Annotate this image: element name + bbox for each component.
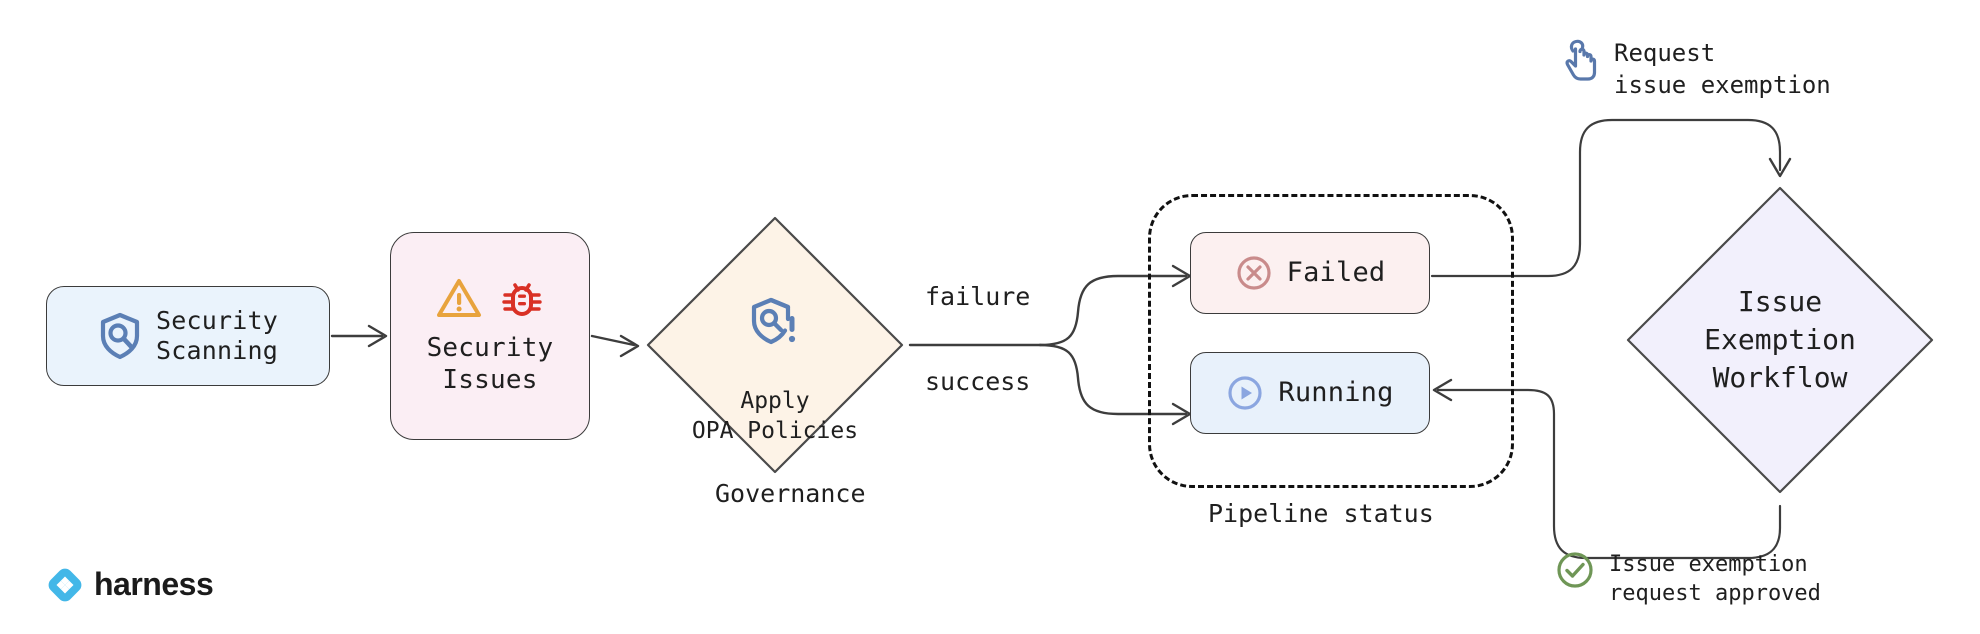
tap-hand-icon: [1562, 38, 1600, 82]
annotation-text: Request issue exemption: [1614, 39, 1831, 99]
node-label: Running: [1278, 376, 1394, 408]
circle-check-icon: [1555, 550, 1595, 590]
caption-pipeline-status: Pipeline status: [1208, 499, 1434, 528]
node-security-issues[interactable]: Security Issues: [390, 232, 590, 440]
annotation-text: Issue exemption request approved: [1609, 552, 1821, 607]
group-pipeline-status: [1148, 194, 1514, 488]
circle-x-icon: [1235, 254, 1273, 292]
node-issue-exemption-workflow[interactable]: Issue Exemption Workflow: [1620, 180, 1940, 500]
harness-logo: harness: [48, 566, 214, 603]
node-label: Failed: [1286, 256, 1386, 288]
edge-scanning-to-issues: [330, 324, 388, 348]
node-governance-decision[interactable]: Apply OPA Policies: [640, 210, 910, 480]
security-issues-icon-row: [436, 276, 544, 320]
play-circle-icon: [1226, 374, 1264, 412]
harness-wordmark: harness: [94, 566, 214, 602]
node-label: Issue Exemption Workflow: [1704, 285, 1856, 394]
node-label: Apply OPA Policies: [691, 388, 859, 444]
node-label: Security Scanning: [155, 305, 278, 366]
harness-mark-icon: [48, 568, 82, 602]
shield-scan-icon: [98, 312, 142, 360]
annotation-request-exemption: Request issue exemption: [1562, 38, 1831, 101]
shield-policy-alert-icon: [750, 267, 800, 379]
warning-triangle-icon: [436, 277, 482, 319]
node-security-scanning[interactable]: Security Scanning: [46, 286, 330, 386]
governance-content: Apply OPA Policies: [640, 210, 910, 480]
node-label: Security Issues: [426, 332, 554, 396]
edge-issues-to-governance: [590, 334, 640, 358]
caption-governance: Governance: [715, 479, 866, 508]
edge-label-failure: failure: [925, 282, 1031, 311]
annotation-exemption-approved: Issue exemption request approved: [1555, 550, 1821, 608]
edge-label-success: success: [925, 367, 1031, 396]
diamond-shape: [1626, 186, 1934, 494]
node-status-failed[interactable]: Failed: [1190, 232, 1430, 314]
bug-icon: [500, 276, 544, 320]
node-status-running[interactable]: Running: [1190, 352, 1430, 434]
diamond-shape: [646, 216, 904, 474]
